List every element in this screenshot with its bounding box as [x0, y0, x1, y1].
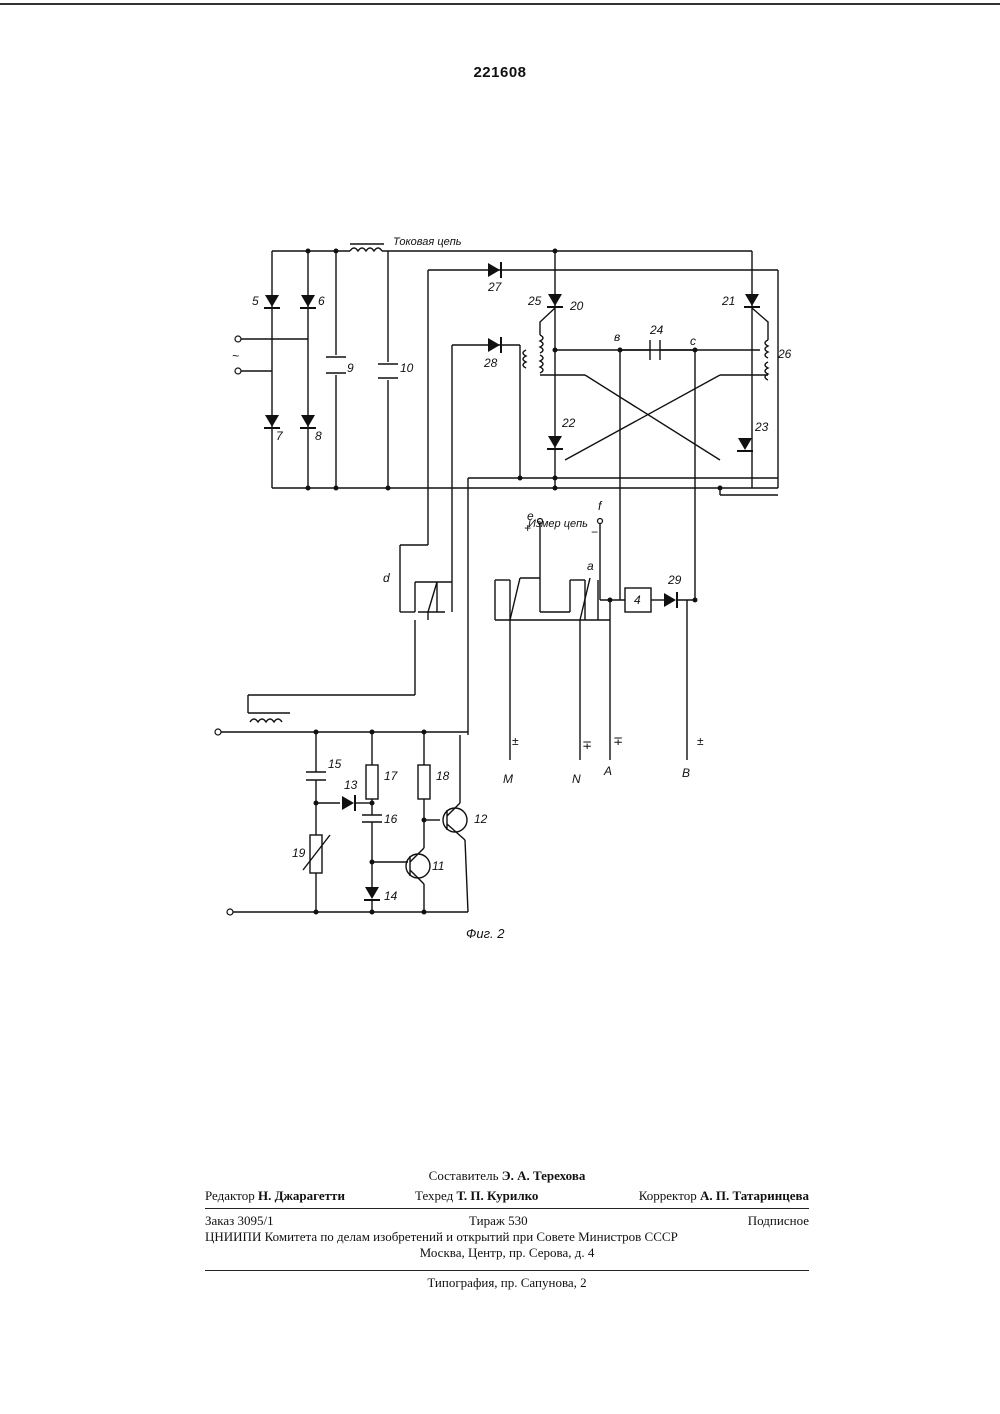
terminal-A: A [603, 764, 612, 778]
diodes [264, 262, 760, 900]
terminal-f: f [598, 499, 603, 513]
current-circuit-label: Токовая цепь [393, 236, 462, 248]
label-21: 21 [721, 294, 735, 308]
compiler-line: Составитель Э. А. Терехова [205, 1168, 809, 1184]
diode-20 [547, 294, 563, 307]
terminal-M: M [503, 772, 513, 786]
polarity-M: ± [512, 734, 519, 748]
label-5: 5 [252, 294, 259, 308]
label-28: 28 [483, 356, 498, 370]
diode-29 [664, 592, 677, 608]
label-8: 8 [315, 429, 322, 443]
label-10: 10 [400, 361, 414, 375]
label-11: 11 [432, 859, 444, 873]
relay-a-label: a [587, 559, 594, 573]
label-18: 18 [436, 769, 450, 783]
address-line: Москва, Центр, пр. Серова, д. 4 [205, 1245, 809, 1261]
imprint-rule-top [205, 1208, 809, 1209]
ac-tilde-label: ~ [232, 349, 239, 363]
measuring-circuit-label: Измер цепь [528, 518, 588, 530]
label-4: 4 [634, 593, 641, 607]
terminal-B: B [682, 766, 690, 780]
diode-23 [737, 438, 753, 451]
polarity-minus-f: − [591, 525, 598, 539]
terminal-N: N [572, 772, 581, 786]
label-27: 27 [487, 280, 503, 294]
diode-27 [488, 262, 501, 278]
diode-21 [744, 294, 760, 307]
diode-28 [488, 337, 501, 353]
node-b-label: в [614, 330, 620, 344]
label-19: 19 [292, 846, 306, 860]
label-7: 7 [276, 429, 284, 443]
polarity-A: ∓ [613, 734, 623, 748]
publisher-line: ЦНИИПИ Комитета по делам изобретений и о… [205, 1229, 809, 1245]
diode-14 [364, 887, 380, 900]
diode-7 [264, 415, 280, 428]
proofreader: Корректор А. П. Татаринцева [639, 1188, 809, 1204]
label-22: 22 [561, 416, 576, 430]
relay-d-label: d [383, 571, 390, 585]
diode-22 [547, 436, 563, 449]
label-24: 24 [649, 323, 664, 337]
label-26: 26 [777, 347, 792, 361]
diode-8 [300, 415, 316, 428]
editor: Редактор Н. Джарагетти [205, 1188, 345, 1204]
label-23: 23 [754, 420, 769, 434]
label-20: 20 [569, 299, 584, 313]
label-15: 15 [328, 757, 342, 771]
polarity-B: ± [697, 734, 704, 748]
label-13: 13 [344, 778, 358, 792]
label-14: 14 [384, 889, 398, 903]
node-c-label: с [690, 334, 696, 348]
diode-13 [342, 795, 355, 811]
printing-line: Типография, пр. Сапунова, 2 [205, 1275, 809, 1291]
polarity-N: ∓ [582, 738, 592, 752]
diode-5 [264, 295, 280, 308]
diode-6 [300, 295, 316, 308]
label-29: 29 [667, 573, 682, 587]
figure-caption: Фиг. 2 [466, 926, 505, 941]
label-16: 16 [384, 812, 398, 826]
label-6: 6 [318, 294, 325, 308]
label-25: 25 [527, 294, 542, 308]
label-9: 9 [347, 361, 354, 375]
label-12: 12 [474, 812, 488, 826]
polarity-plus-e: + [524, 521, 531, 535]
label-17: 17 [384, 769, 399, 783]
tech-editor: Техред Т. П. Курилко [415, 1188, 538, 1204]
imprint-rule-bottom [205, 1270, 809, 1271]
